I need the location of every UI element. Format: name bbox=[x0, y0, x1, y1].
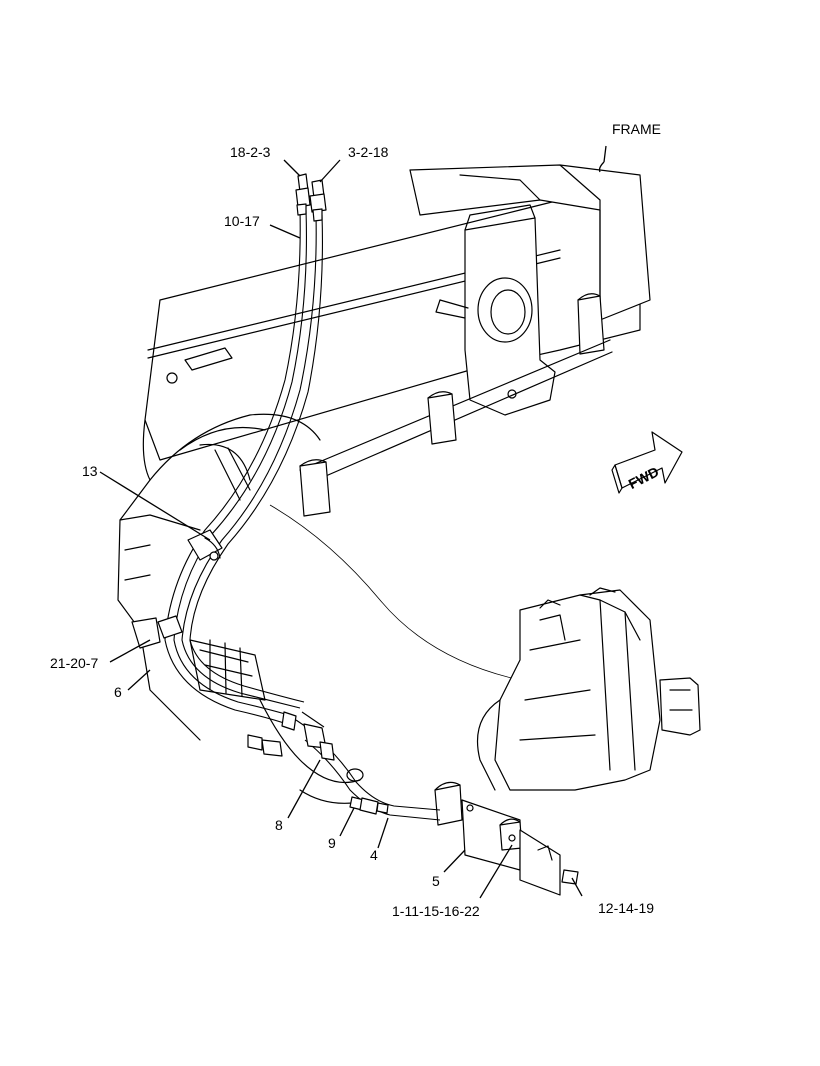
machine-body bbox=[117, 413, 521, 804]
callout-12-14-19: 12-14-19 bbox=[598, 900, 654, 916]
callout-13: 13 bbox=[82, 463, 98, 479]
callout-labels: FRAME 18-2-3 3-2-18 10-17 13 21-20-7 6 8… bbox=[50, 121, 661, 919]
callout-3-2-18: 3-2-18 bbox=[348, 144, 389, 160]
callout-8: 8 bbox=[275, 817, 283, 833]
fittings bbox=[131, 173, 579, 885]
callout-10-17: 10-17 bbox=[224, 213, 260, 229]
callout-18-2-3: 18-2-3 bbox=[230, 144, 271, 160]
lower-bracket-assembly bbox=[434, 781, 561, 896]
frame-structure bbox=[144, 164, 651, 517]
callout-1-11-15-16-22: 1-11-15-16-22 bbox=[392, 903, 480, 919]
fwd-arrow: FWD bbox=[611, 431, 683, 494]
callout-21-20-7: 21-20-7 bbox=[50, 655, 98, 671]
callout-4: 4 bbox=[370, 847, 378, 863]
transmission-housing bbox=[476, 587, 701, 791]
callout-9: 9 bbox=[328, 835, 336, 851]
leader-lines bbox=[99, 145, 607, 899]
callout-6: 6 bbox=[114, 684, 122, 700]
callout-5: 5 bbox=[432, 873, 440, 889]
callout-frame: FRAME bbox=[612, 121, 661, 137]
